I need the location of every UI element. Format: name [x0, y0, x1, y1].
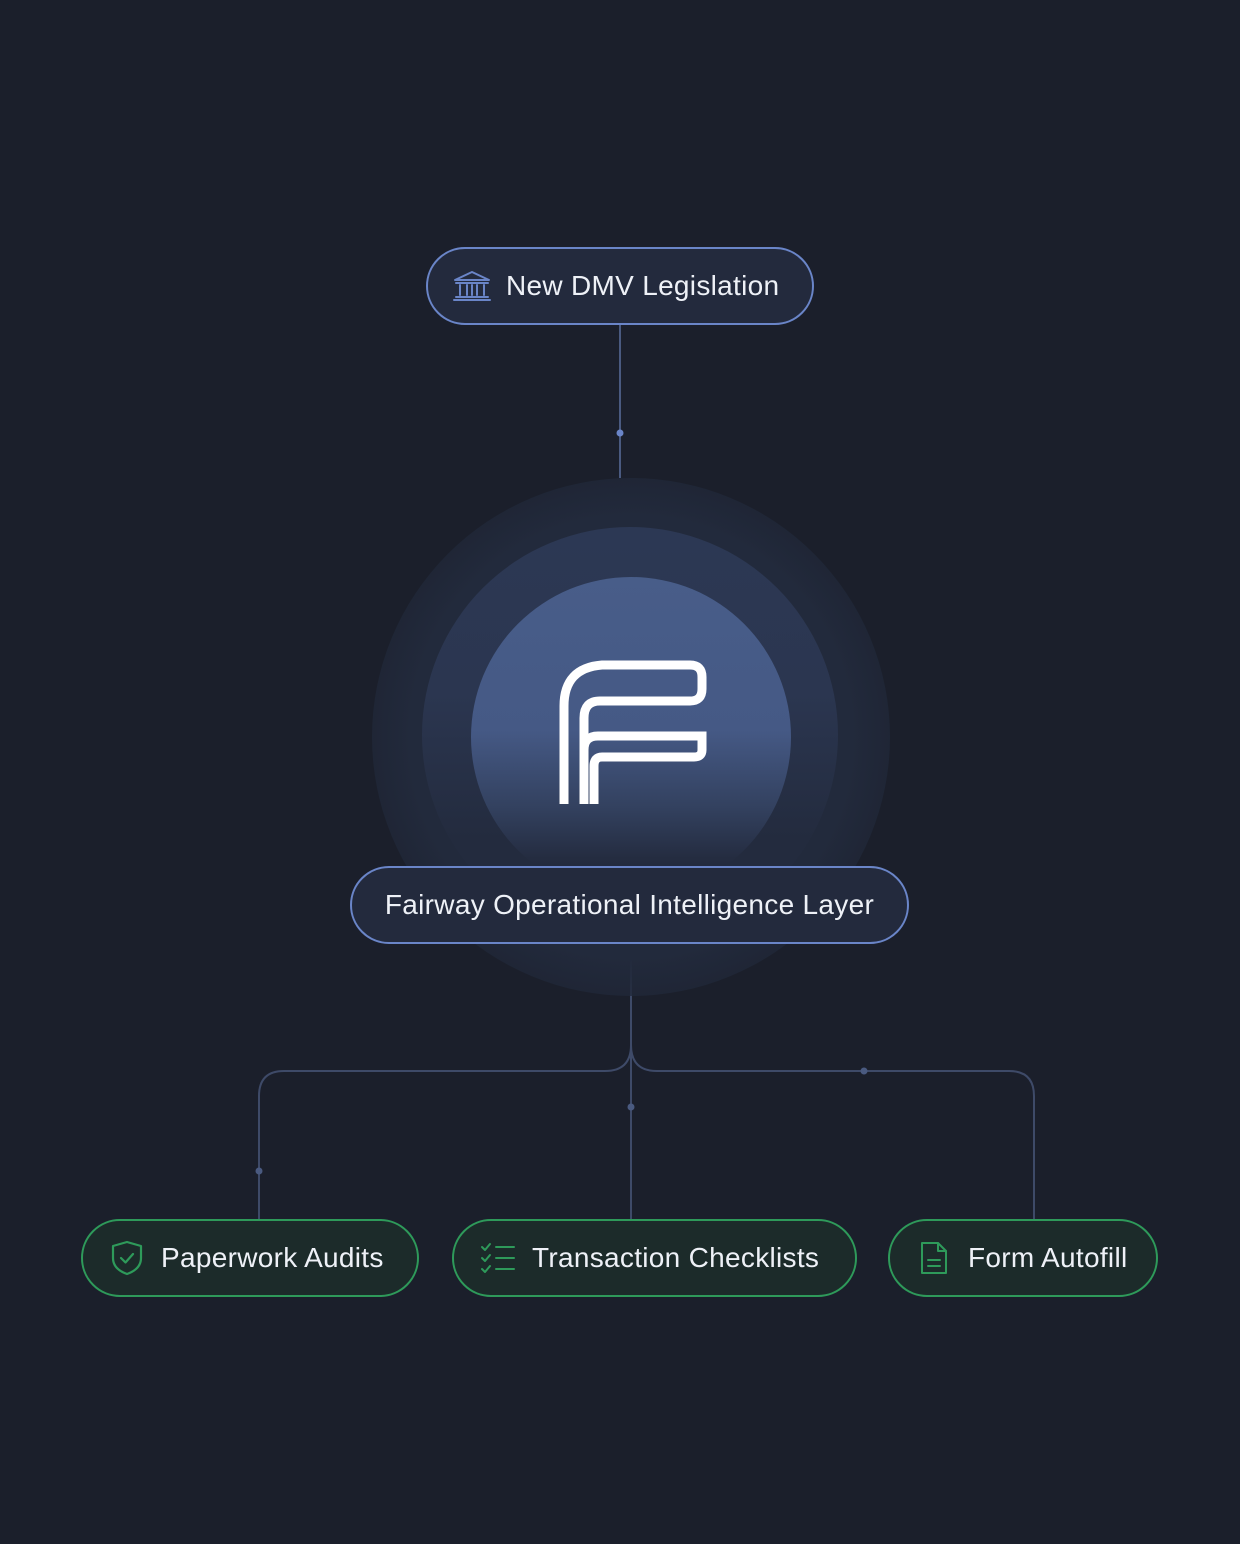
document-icon [916, 1240, 952, 1276]
connector-dot [616, 429, 624, 437]
connector-dot [627, 1103, 635, 1111]
connector-dot [860, 1067, 868, 1075]
output-node-label: Form Autofill [968, 1242, 1128, 1273]
output-node-label: Paperwork Audits [161, 1242, 384, 1273]
output-node-label: Transaction Checklists [532, 1242, 820, 1273]
fairway-logo [559, 660, 707, 804]
source-node-label: New DMV Legislation [506, 270, 780, 301]
output-node-paperwork-audits: Paperwork Audits [81, 1219, 419, 1297]
connector-branch-right [630, 1044, 1035, 1219]
shield-check-icon [109, 1240, 145, 1276]
source-node: New DMV Legislation [426, 247, 814, 325]
checklist-icon [480, 1240, 516, 1276]
output-node-transaction-checklists: Transaction Checklists [452, 1219, 857, 1297]
core-node: Fairway Operational Intelligence Layer [350, 866, 909, 944]
connector-branch-left [258, 1044, 632, 1219]
output-node-form-autofill: Form Autofill [888, 1219, 1158, 1297]
bank-building-icon [452, 266, 492, 306]
connector-dot [255, 1167, 263, 1175]
core-node-label: Fairway Operational Intelligence Layer [384, 889, 875, 920]
